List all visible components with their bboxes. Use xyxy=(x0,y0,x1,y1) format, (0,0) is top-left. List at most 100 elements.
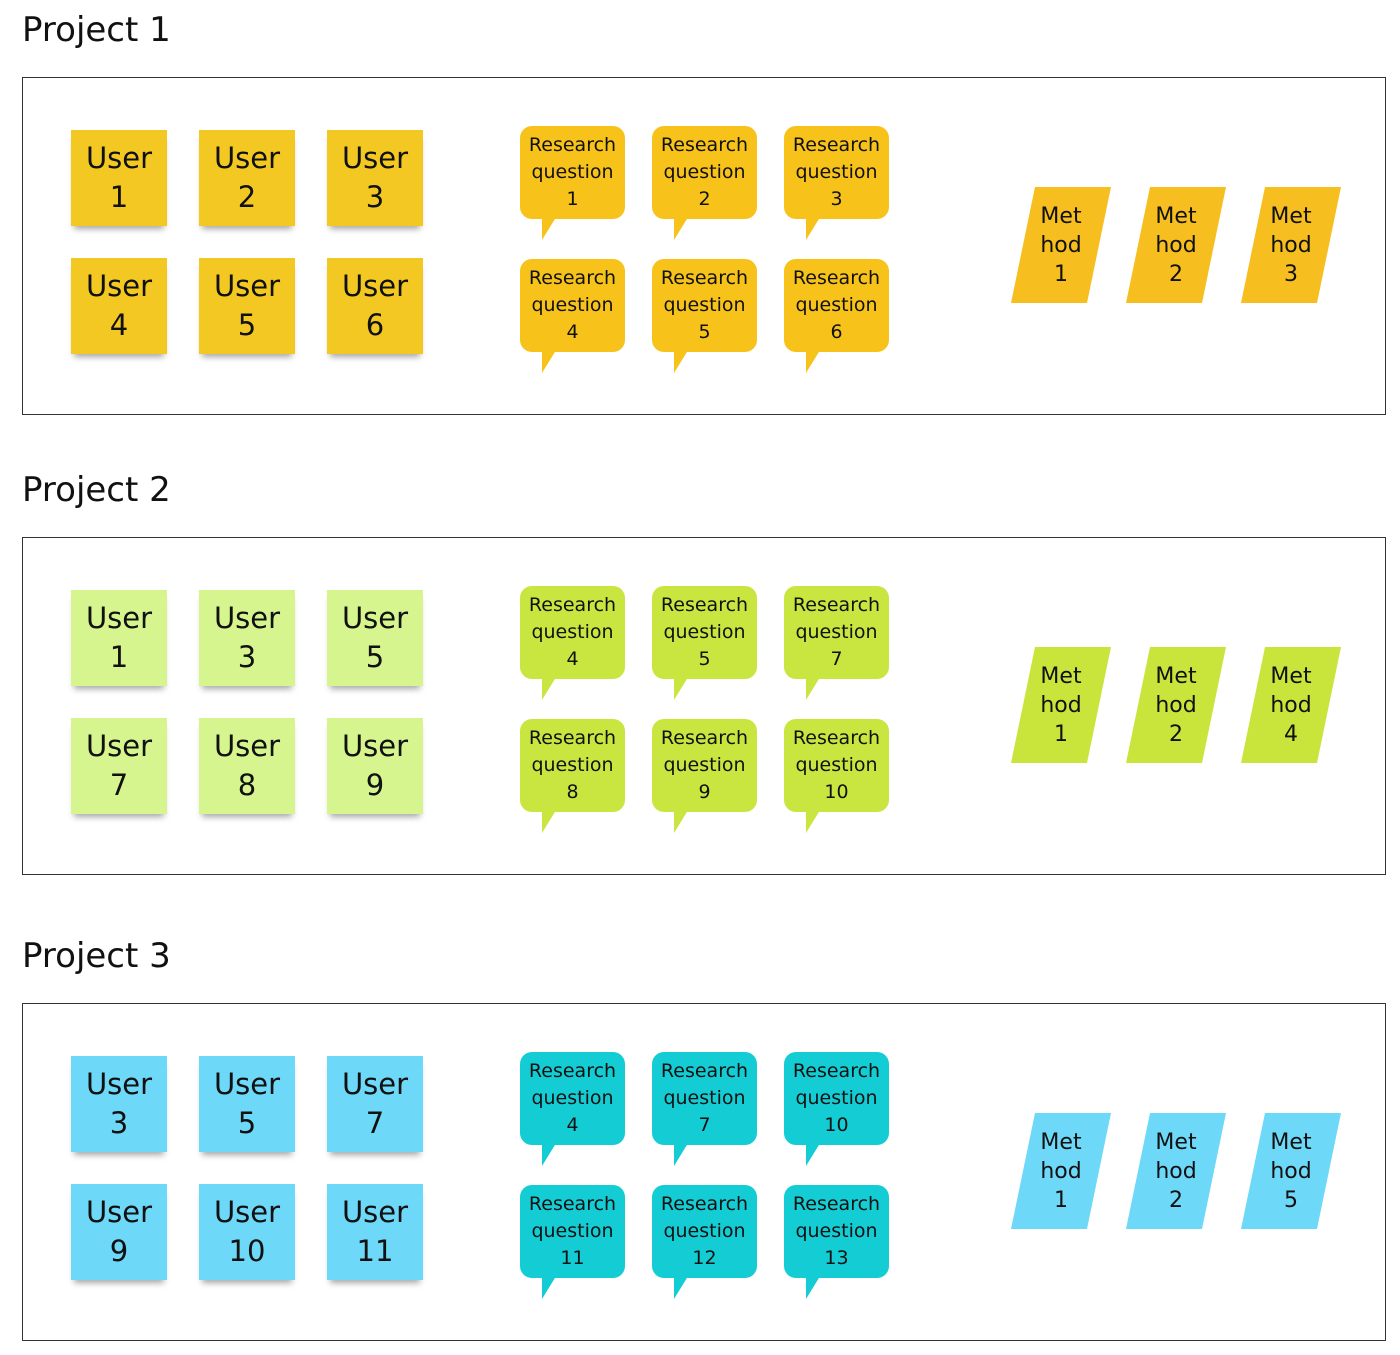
method-shape xyxy=(1126,1113,1226,1229)
question-text: Research xyxy=(792,1060,881,1082)
user-number: 9 xyxy=(365,768,385,802)
research-question-bubble[interactable]: Research question 4 xyxy=(520,1052,625,1166)
question-text: question xyxy=(663,621,746,643)
question-text: 11 xyxy=(560,1247,585,1269)
bubble-tail xyxy=(806,674,822,700)
bubble-tail xyxy=(542,1273,558,1299)
user-label: User xyxy=(85,1195,153,1229)
method-line: hod xyxy=(1270,232,1312,258)
user-number: 6 xyxy=(365,308,385,342)
project-title: Project 2 xyxy=(22,470,171,510)
method-line: hod xyxy=(1155,232,1197,258)
question-text: question xyxy=(531,1087,614,1109)
user-label: User xyxy=(85,1067,153,1101)
question-text: question xyxy=(795,754,878,776)
question-text: 12 xyxy=(692,1247,717,1269)
user-number: 2 xyxy=(237,180,257,214)
question-text: question xyxy=(663,1087,746,1109)
question-text: 4 xyxy=(566,1114,579,1136)
user-number: 11 xyxy=(356,1234,394,1268)
method-line: hod xyxy=(1040,692,1082,718)
method-parallelogram xyxy=(1126,1113,1226,1229)
user-number: 3 xyxy=(109,1106,129,1140)
question-text: Research xyxy=(528,727,617,749)
user-sticky-note[interactable]: User 9 xyxy=(71,1184,167,1280)
user-label: User xyxy=(341,141,409,175)
method-line: Met xyxy=(1155,1129,1197,1155)
method-line: Met xyxy=(1040,1129,1082,1155)
question-text: question xyxy=(663,1220,746,1242)
bubble-tail xyxy=(542,674,558,700)
method-line: hod xyxy=(1270,692,1312,718)
question-text: 7 xyxy=(698,1114,711,1136)
user-label: User xyxy=(213,729,281,763)
user-number: 9 xyxy=(109,1234,129,1268)
bubble-tail xyxy=(542,347,558,373)
question-text: Research xyxy=(528,1060,617,1082)
user-label: User xyxy=(213,1195,281,1229)
user-sticky-note[interactable]: User 3 xyxy=(71,1056,167,1152)
project-title: Project 3 xyxy=(22,936,171,976)
question-text: question xyxy=(795,1220,878,1242)
bubble-tail xyxy=(674,214,690,240)
method-line: Met xyxy=(1040,663,1082,689)
question-text: 10 xyxy=(824,781,849,803)
question-text: question xyxy=(795,294,878,316)
method-line: Met xyxy=(1270,663,1312,689)
method-line: hod xyxy=(1040,1158,1082,1184)
question-text: question xyxy=(531,1220,614,1242)
method-shape xyxy=(1241,647,1341,763)
